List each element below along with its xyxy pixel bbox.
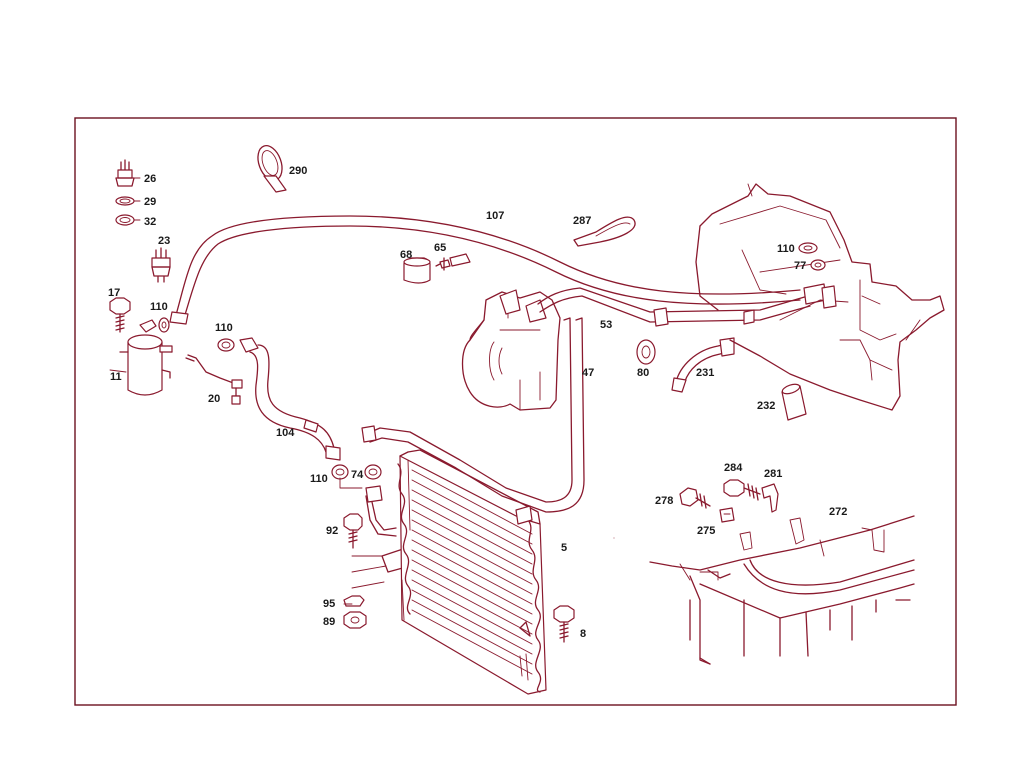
label-89: 89 — [323, 616, 335, 628]
label-26: 26 — [144, 173, 156, 185]
receiver-drier-11 — [119, 334, 173, 396]
radiator-support-tray — [649, 515, 915, 665]
part-number-labels: 26 29 32 23 17 110 11 110 20 104 290 107… — [108, 165, 847, 640]
fastener-278 — [679, 487, 711, 509]
sensor-20 — [185, 354, 243, 405]
label-272: 272 — [829, 506, 847, 518]
label-5: 5 — [561, 542, 567, 554]
label-110-left: 110 — [215, 322, 233, 334]
label-104: 104 — [276, 427, 295, 439]
bolt-92 — [343, 513, 363, 549]
label-110-drier: 110 — [150, 301, 168, 313]
label-275: 275 — [697, 525, 715, 537]
cable-tie-287 — [573, 216, 636, 247]
bolt-17 — [109, 297, 131, 333]
seal-ring-32 — [115, 214, 135, 226]
label-95: 95 — [323, 598, 335, 610]
engine-block — [695, 183, 945, 411]
label-80: 80 — [637, 367, 649, 379]
compressor — [461, 289, 561, 411]
label-232: 232 — [757, 400, 775, 412]
condenser-5 — [397, 449, 547, 695]
label-65: 65 — [434, 242, 446, 254]
label-284: 284 — [724, 462, 743, 474]
diagram-frame — [74, 117, 957, 706]
leader-lines — [109, 177, 615, 605]
label-110-condenser: 110 — [310, 473, 328, 485]
seal-ring-29 — [115, 196, 135, 206]
washer-95 — [343, 595, 365, 607]
cap-68 — [403, 257, 431, 284]
bolt-8 — [553, 605, 575, 643]
label-20: 20 — [208, 393, 220, 405]
cable-tie-290 — [257, 145, 287, 193]
seal-110-engine — [798, 242, 818, 254]
label-68: 68 — [400, 249, 412, 261]
label-8: 8 — [580, 628, 586, 640]
hose-231 — [671, 337, 735, 393]
label-92: 92 — [326, 525, 338, 537]
hose-104 — [239, 337, 341, 461]
label-290: 290 — [289, 165, 307, 177]
hose-107 — [169, 215, 801, 325]
switch-23 — [151, 247, 171, 283]
label-11: 11 — [110, 371, 122, 383]
condenser-fittings — [365, 485, 397, 537]
label-17: 17 — [108, 287, 120, 299]
label-287: 287 — [573, 215, 591, 227]
label-107: 107 — [486, 210, 504, 222]
grommet-80 — [636, 339, 656, 365]
drier-fitting — [139, 319, 157, 333]
label-231: 231 — [696, 367, 714, 379]
label-32: 32 — [144, 216, 156, 228]
seal-110-drier — [158, 317, 170, 333]
label-74: 74 — [351, 469, 364, 481]
label-77: 77 — [794, 260, 806, 272]
label-53: 53 — [600, 319, 612, 331]
label-281: 281 — [764, 468, 782, 480]
pressure-switch-26 — [115, 159, 135, 187]
clip-275 — [719, 507, 735, 523]
valve-65 — [435, 253, 471, 271]
label-23: 23 — [158, 235, 170, 247]
pipe-47 — [361, 317, 585, 513]
seal-110-left — [217, 338, 235, 352]
bolt-284 — [723, 479, 761, 501]
pipe-53 — [537, 283, 827, 327]
nut-89 — [343, 611, 367, 629]
seal-77 — [810, 259, 826, 271]
label-278: 278 — [655, 495, 673, 507]
label-47: 47 — [582, 367, 594, 379]
sleeve-232 — [781, 383, 807, 421]
label-110-engine: 110 — [777, 243, 795, 255]
label-29: 29 — [144, 196, 156, 208]
seal-110-condenser — [331, 464, 349, 480]
seal-74 — [364, 464, 382, 480]
clip-281 — [761, 483, 779, 513]
